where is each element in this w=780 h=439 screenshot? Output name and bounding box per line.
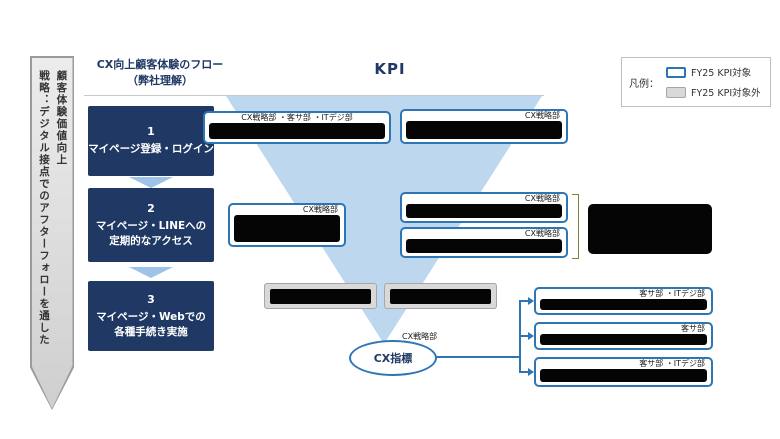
flow-step-3: 3 マイページ・Webでの 各種手続き実施: [88, 281, 214, 351]
connector-line: [519, 335, 528, 337]
dept-label: CX戦略部: [524, 111, 560, 120]
down-chevron-icon: [129, 267, 173, 278]
flow-step-2: 2 マイページ・LINEへの 定期的なアクセス: [88, 188, 214, 262]
legend-excluded-swatch: [666, 86, 686, 98]
dept-label: CX戦略部: [524, 194, 560, 203]
redacted-bar: [406, 204, 562, 218]
legend-label: 凡例：: [629, 78, 659, 90]
redacted-bar: [540, 334, 707, 345]
step-title: マイページ登録・ログイン: [88, 143, 214, 156]
redacted-note-box: [588, 204, 712, 254]
redacted-bar: [209, 123, 385, 139]
flow-title-line1: CX向上顧客体験のフロー: [96, 58, 224, 71]
kpi-box-row2-left: CX戦略部: [228, 203, 346, 247]
step-title: マイページ・LINEへの 定期的なアクセス: [95, 219, 207, 247]
arrow-right-icon: [528, 297, 534, 305]
strategy-arrow-label: 戦略：デジタル接点でのアフターフォローを通した 顧客体験価値向上: [38, 69, 68, 346]
dept-label: 客サ部 ・ITデジ部: [639, 289, 705, 298]
redacted-bar: [406, 121, 562, 139]
flow-step-1: 1 マイページ登録・ログイン: [88, 106, 214, 176]
dept-label: CX戦略部: [302, 205, 338, 214]
cx-indicator-ellipse: CX指標: [349, 340, 437, 376]
kpi-box-row2-right-bottom: CX戦略部: [400, 227, 568, 258]
connector-line: [519, 300, 528, 302]
kpi-box-row1-left: CX戦略部 ・客サ部 ・ITデジ部: [203, 111, 391, 144]
kpi-column-title: KPI: [374, 60, 406, 78]
kpi-box-row1-right: CX戦略部: [400, 109, 568, 144]
legend: 凡例： FY25 KPI対象 FY25 KPI対象外: [621, 57, 771, 107]
outcome-box-2: 客サ部: [534, 322, 713, 350]
connector-line: [436, 356, 520, 358]
arrow-right-icon: [528, 332, 534, 340]
arrow-right-icon: [528, 368, 534, 376]
redacted-bar: [540, 369, 707, 382]
legend-item-excluded: FY25 KPI対象外: [666, 85, 761, 99]
header-divider: [84, 95, 544, 96]
kpi-box-row2-right-top: CX戦略部: [400, 192, 568, 223]
grouping-bracket: [572, 194, 579, 259]
strategy-down-arrow: 戦略：デジタル接点でのアフターフォローを通した 顧客体験価値向上: [30, 56, 74, 410]
dept-label: 客サ部: [681, 324, 705, 333]
redacted-bar: [406, 239, 562, 253]
redacted-bar: [270, 288, 371, 304]
legend-target-swatch: [666, 66, 686, 78]
dept-label: 客サ部 ・ITデジ部: [639, 359, 705, 368]
cx-indicator-dept: CX戦略部: [402, 332, 438, 341]
connector-line: [519, 371, 528, 373]
cx-indicator-label: CX指標: [373, 352, 413, 365]
dept-label: CX戦略部 ・客サ部 ・ITデジ部: [241, 113, 353, 122]
down-chevron-icon: [129, 177, 173, 188]
step-number: 1: [147, 125, 155, 139]
redacted-bar: [234, 215, 340, 242]
redacted-bar: [390, 288, 491, 304]
redacted-bar: [540, 299, 707, 310]
legend-excluded-label: FY25 KPI対象外: [691, 88, 761, 99]
dept-label: CX戦略部: [524, 229, 560, 238]
legend-target-label: FY25 KPI対象: [691, 68, 752, 79]
outcome-box-3: 客サ部 ・ITデジ部: [534, 357, 713, 387]
flow-title-line2: （弊社理解）: [127, 73, 193, 87]
step-number: 3: [147, 292, 155, 306]
strategy-down-arrow-body: 戦略：デジタル接点でのアフターフォローを通した 顧客体験価値向上: [31, 57, 73, 409]
step-title: マイページ・Webでの 各種手続き実施: [96, 310, 206, 338]
kpi-box-excluded-2: [384, 283, 497, 309]
flow-title: CX向上顧客体験のフロー （弊社理解）: [80, 57, 240, 89]
step-number: 2: [147, 201, 155, 215]
kpi-box-excluded-1: [264, 283, 377, 309]
outcome-box-1: 客サ部 ・ITデジ部: [534, 287, 713, 315]
legend-item-target: FY25 KPI対象: [666, 65, 761, 79]
legend-items: FY25 KPI対象 FY25 KPI対象外: [666, 65, 761, 99]
